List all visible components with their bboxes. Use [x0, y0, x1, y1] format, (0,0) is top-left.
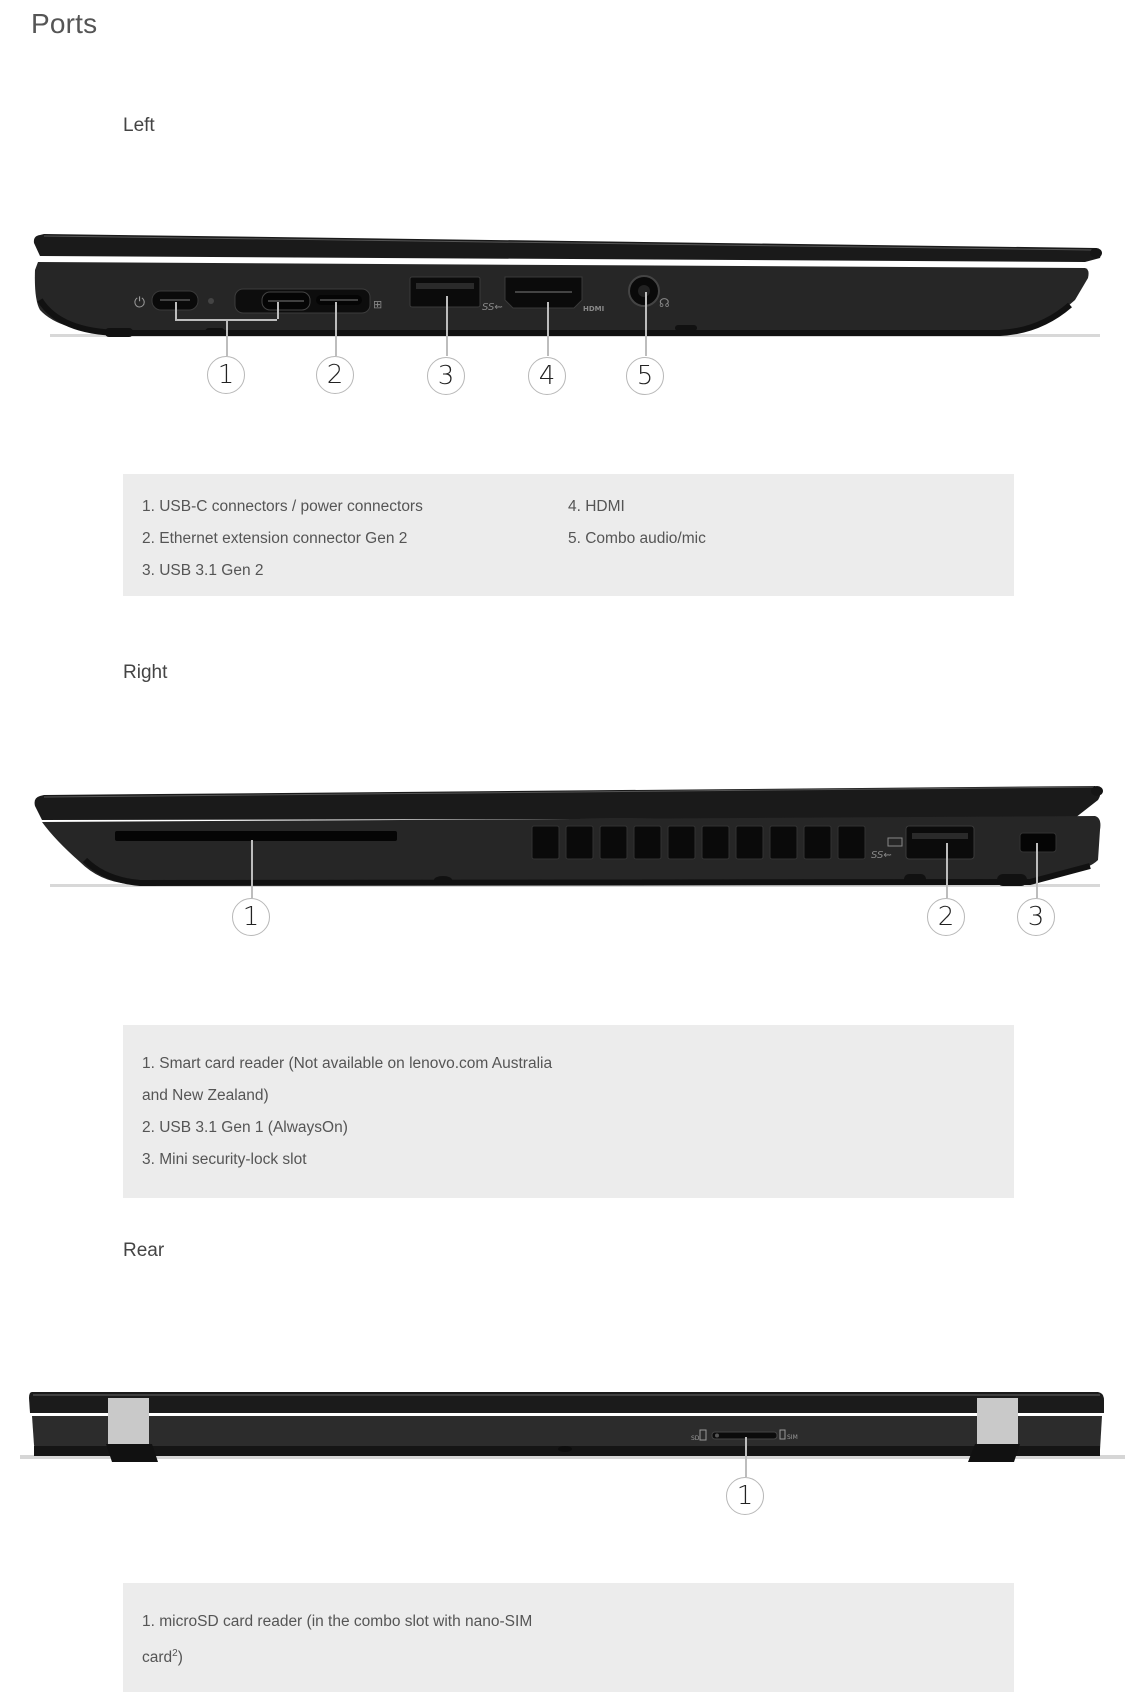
leader-line — [645, 292, 647, 356]
laptop-left-side-image: ⏻ ⊞ SS⇜ HDMI ☊ — [33, 234, 1102, 337]
section-title-right: Right — [123, 662, 168, 683]
legend-item: 1. microSD card reader (in the combo slo… — [142, 1613, 533, 1630]
svg-text:☊: ☊ — [659, 296, 670, 310]
leader-line — [251, 840, 253, 898]
legend-right: 1. Smart card reader (Not available on l… — [123, 1025, 1014, 1198]
leader-line — [946, 843, 948, 898]
leader-line — [226, 319, 228, 356]
svg-text:SIM: SIM — [787, 1434, 798, 1441]
svg-text:SD: SD — [691, 1435, 700, 1442]
section-title-rear: Rear — [123, 1240, 165, 1261]
svg-text:⊞: ⊞ — [373, 298, 382, 311]
callout-4: 4 — [528, 357, 566, 395]
leader-line — [277, 302, 279, 319]
laptop-rear-image: SD SIM — [20, 1392, 1125, 1462]
legend-item: and New Zealand) — [142, 1087, 269, 1104]
leader-line — [335, 302, 337, 356]
leader-line — [175, 302, 177, 319]
laptop-right-side-image: SS⇜ — [34, 786, 1103, 887]
callout-3: 3 — [427, 357, 465, 395]
svg-text:HDMI: HDMI — [583, 305, 604, 313]
callout-1: 1 — [232, 898, 270, 936]
callout-2: 2 — [927, 898, 965, 936]
callout-5: 5 — [626, 357, 664, 395]
legend-item-text: card — [142, 1649, 173, 1667]
callout-1: 1 — [207, 356, 245, 394]
legend-item: 3. USB 3.1 Gen 2 — [142, 562, 264, 579]
callout-2: 2 — [316, 356, 354, 394]
callout-1: 1 — [726, 1477, 764, 1515]
callout-3: 3 — [1017, 898, 1055, 936]
legend-list-col1: 1. Smart card reader (Not available on l… — [142, 1048, 552, 1176]
legend-item: 3. Mini security-lock slot — [142, 1151, 307, 1168]
legend-item-text: ) — [177, 1649, 183, 1667]
legend-item: 2. Ethernet extension connector Gen 2 — [142, 530, 408, 547]
legend-list-col1: 1. USB-C connectors / power connectors 2… — [142, 491, 423, 587]
legend-item: 4. HDMI — [568, 498, 625, 515]
page-title: Ports — [31, 8, 98, 39]
svg-text:SS⇜: SS⇜ — [871, 850, 892, 861]
legend-item: 2. USB 3.1 Gen 1 (AlwaysOn) — [142, 1119, 348, 1136]
leader-line — [1036, 843, 1038, 898]
legend-rear: 1. microSD card reader (in the combo slo… — [123, 1583, 1014, 1692]
legend-item: 1. Smart card reader (Not available on l… — [142, 1055, 553, 1072]
section-title-left: Left — [123, 115, 155, 136]
leader-line — [547, 302, 549, 356]
legend-list-col2: 4. HDMI 5. Combo audio/mic — [568, 491, 706, 555]
superspeed-label: SS⇜ — [482, 302, 503, 313]
legend-item: card2) — [142, 1638, 532, 1674]
footnote-ref[interactable]: 2 — [172, 1648, 178, 1659]
legend-list-col1: 1. microSD card reader (in the combo slo… — [142, 1606, 532, 1674]
svg-text:⏻: ⏻ — [134, 295, 145, 311]
legend-item: 1. USB-C connectors / power connectors — [142, 498, 423, 515]
leader-line — [446, 296, 448, 356]
leader-line — [745, 1437, 747, 1477]
legend-item: 5. Combo audio/mic — [568, 530, 706, 547]
legend-left: 1. USB-C connectors / power connectors 2… — [123, 474, 1014, 596]
